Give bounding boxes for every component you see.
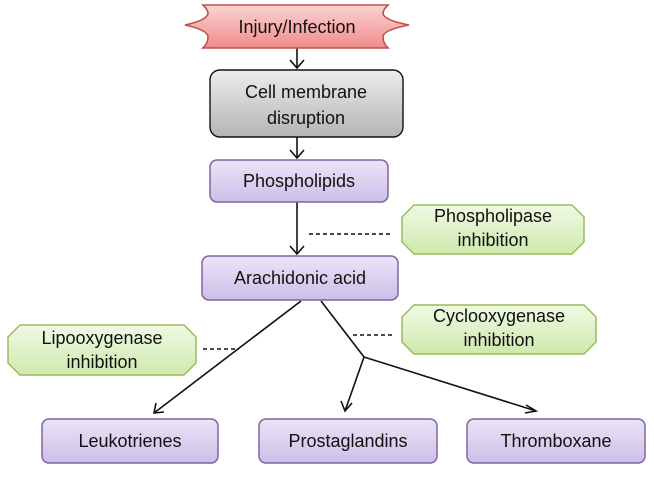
arrow-arachidonic-to-leukotrienes: [153, 300, 302, 414]
phospholipase-inhibition-box: [401, 204, 585, 255]
arrow-branch-to-prostaglandins: [344, 356, 365, 412]
arrowhead-phospholipids-arachidonic: [289, 245, 305, 256]
membrane-box: [209, 69, 404, 138]
node-thromboxane: Thromboxane: [466, 418, 646, 464]
arrowhead-injury-membrane: [289, 59, 305, 70]
membrane-label-line1: Cell membrane: [245, 82, 367, 102]
phospholipase-label-line1: Phospholipase: [434, 206, 552, 226]
arrowhead-leukotrienes: [153, 402, 165, 414]
lipooxygenase-label-line2: inhibition: [66, 352, 137, 372]
injury-banner-shape: [184, 4, 410, 49]
membrane-label-line2: disruption: [267, 108, 345, 128]
node-prostaglandins: Prostaglandins: [258, 418, 438, 464]
inhibitor-lipooxygenase: Lipooxygenase inhibition: [7, 324, 197, 376]
injury-label: Injury/Infection: [238, 17, 355, 37]
phospholipids-label: Phospholipids: [243, 171, 355, 191]
node-phospholipids: Phospholipids: [209, 159, 389, 203]
arachidonic-label: Arachidonic acid: [234, 268, 366, 288]
cyclooxygenase-inhibition-box: [401, 304, 597, 355]
connectors: [153, 48, 539, 414]
node-arachidonic-acid: Arachidonic acid: [201, 255, 399, 301]
arrow-branch-to-thromboxane: [363, 356, 537, 412]
inhibitor-cyclooxygenase: Cyclooxygenase inhibition: [401, 304, 597, 355]
cyclooxygenase-label-line1: Cyclooxygenase: [433, 306, 565, 326]
inhibitor-phospholipase: Phospholipase inhibition: [401, 204, 585, 255]
thromboxane-label: Thromboxane: [500, 431, 611, 451]
node-leukotrienes: Leukotrienes: [41, 418, 219, 464]
prostaglandins-label: Prostaglandins: [288, 431, 407, 451]
thromboxane-box: [466, 418, 646, 464]
arrowhead-membrane-phospholipids: [289, 149, 305, 160]
prostaglandins-box: [258, 418, 438, 464]
phospholipids-box: [209, 159, 389, 203]
arachidonic-box: [201, 255, 399, 301]
leukotrienes-box: [41, 418, 219, 464]
arrowhead-thromboxane: [524, 404, 539, 414]
phospholipase-label-line2: inhibition: [457, 230, 528, 250]
arrowhead-prostaglandins: [340, 400, 353, 413]
line-arachidonic-to-branch: [320, 300, 365, 358]
cyclooxygenase-label-line2: inhibition: [463, 330, 534, 350]
node-cell-membrane-disruption: Cell membrane disruption: [209, 69, 404, 138]
lipooxygenase-label-line1: Lipooxygenase: [41, 328, 162, 348]
lipooxygenase-inhibition-box: [7, 324, 197, 376]
leukotrienes-label: Leukotrienes: [78, 431, 181, 451]
node-injury-infection: Injury/Infection: [184, 4, 410, 49]
